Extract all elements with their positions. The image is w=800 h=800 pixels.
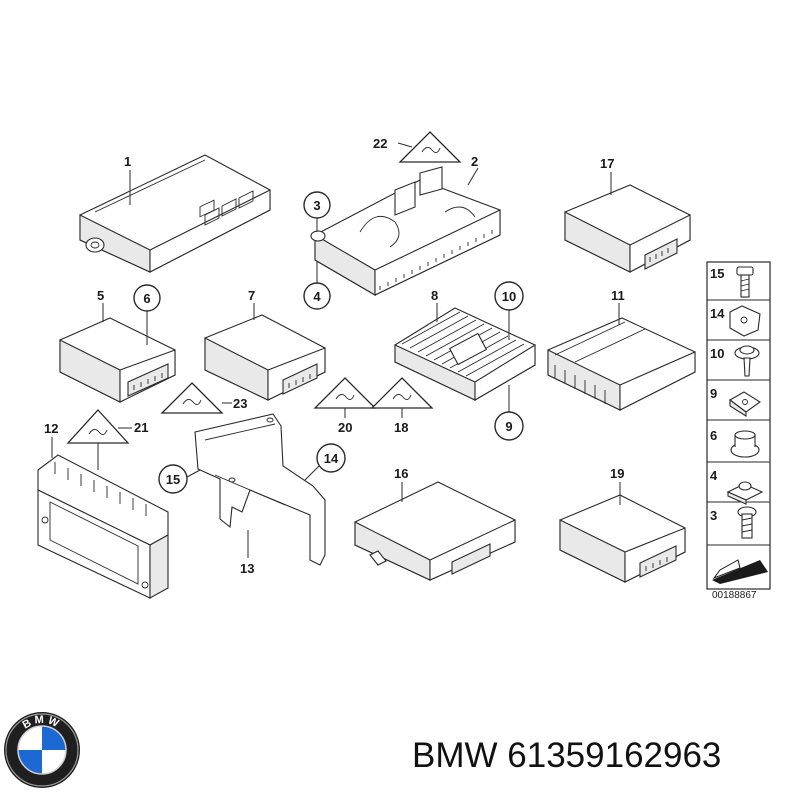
label-7: 7	[248, 288, 255, 303]
label-1: 1	[124, 154, 131, 169]
part-17-module[interactable]	[564, 184, 691, 273]
label-14: 14	[324, 451, 339, 466]
side-label-10: 10	[710, 346, 724, 361]
part-2-board[interactable]	[310, 166, 501, 296]
label-23: 23	[233, 396, 247, 411]
label-16: 16	[394, 466, 408, 481]
part-7-module[interactable]	[204, 314, 326, 401]
callout-15[interactable]	[158, 464, 188, 494]
label-2: 2	[471, 154, 478, 169]
leader-2	[467, 167, 479, 186]
part-8-amplifier[interactable]	[394, 307, 536, 401]
part-13-bracket[interactable]	[194, 413, 326, 566]
label-4: 4	[313, 289, 321, 304]
side-label-14: 14	[710, 306, 725, 321]
label-6: 6	[143, 291, 150, 306]
part-number: 61359162963	[507, 736, 722, 775]
connector-symbol-icon	[421, 147, 441, 153]
warning-triangle-23[interactable]	[160, 382, 224, 414]
warning-triangle-22[interactable]	[398, 131, 462, 163]
part-16-module[interactable]	[354, 481, 516, 581]
label-21: 21	[134, 420, 148, 435]
grommet-6[interactable]	[730, 430, 760, 458]
clip-nut-14[interactable]	[729, 305, 761, 337]
reference-code: 00188867	[712, 590, 757, 601]
side-label-15: 15	[710, 266, 724, 281]
connector-symbol-icon	[88, 429, 108, 435]
warning-triangle-21[interactable]	[66, 409, 130, 444]
brand-part-number: BMW 61359162963	[412, 736, 721, 776]
side-label-3: 3	[710, 508, 717, 523]
label-20: 20	[338, 420, 352, 435]
bmw-logo-icon: BMW	[4, 712, 80, 788]
bolt-3[interactable]	[737, 506, 757, 539]
leader-15	[186, 469, 201, 478]
side-label-9: 9	[710, 386, 717, 401]
logo-letters: BMW	[21, 714, 61, 732]
label-9: 9	[505, 419, 512, 434]
connector-symbol-icon	[182, 399, 202, 405]
label-5: 5	[97, 288, 104, 303]
side-label-4: 4	[710, 468, 718, 483]
warning-triangle-20[interactable]	[313, 377, 377, 409]
part-5-module[interactable]	[59, 317, 176, 403]
warning-triangle-18[interactable]	[370, 377, 434, 409]
label-18: 18	[394, 420, 408, 435]
label-11: 11	[611, 288, 625, 303]
bolt-15[interactable]	[736, 266, 754, 298]
leader-22	[397, 142, 413, 148]
label-19: 19	[610, 466, 624, 481]
speed-nut-9[interactable]	[729, 391, 761, 417]
label-17: 17	[600, 156, 614, 171]
label-15: 15	[166, 472, 180, 487]
label-12: 12	[44, 421, 58, 436]
connector-symbol-icon	[335, 394, 355, 400]
label-13: 13	[240, 561, 254, 576]
nut-4[interactable]	[726, 481, 764, 505]
connector-symbol-icon	[392, 394, 412, 400]
part-11-module[interactable]	[547, 317, 696, 411]
label-22: 22	[373, 136, 387, 151]
part-12-control-unit[interactable]	[37, 454, 169, 599]
label-8: 8	[431, 288, 438, 303]
svg-text:BMW: BMW	[21, 714, 64, 732]
brand-name: BMW	[412, 736, 498, 775]
callout-14[interactable]	[316, 443, 346, 473]
label-10: 10	[502, 289, 516, 304]
part-1-module[interactable]	[79, 154, 271, 273]
side-label-6: 6	[710, 428, 717, 443]
washer-screw-10[interactable]	[734, 345, 760, 377]
arrow-icon	[712, 559, 768, 584]
leader-14	[304, 465, 320, 481]
label-3: 3	[313, 198, 320, 213]
part-19-module[interactable]	[559, 494, 686, 583]
